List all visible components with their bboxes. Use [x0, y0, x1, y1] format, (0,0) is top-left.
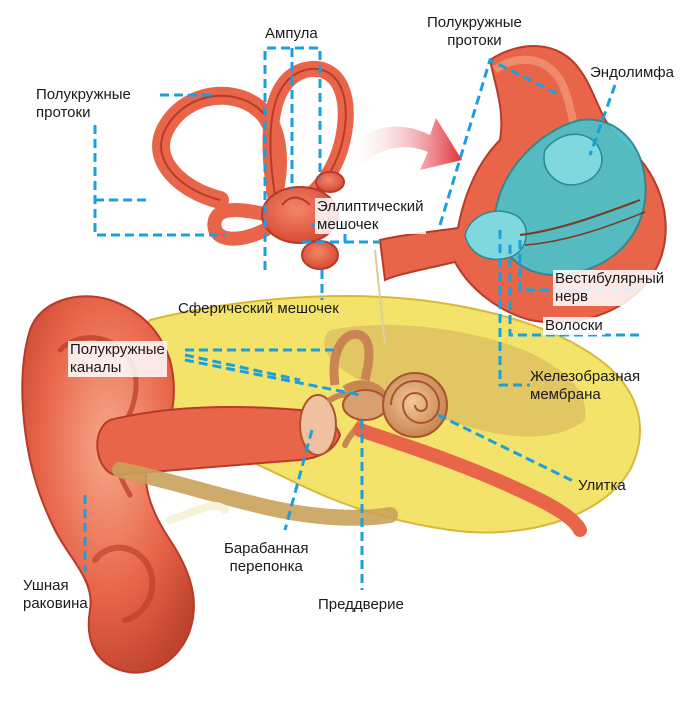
- label-ampulla: Ампула: [265, 25, 318, 42]
- label-utricle: Эллиптический мешочек: [315, 198, 426, 234]
- magnify-arrow-icon: [345, 118, 462, 170]
- label-endolymph: Эндолимфа: [590, 64, 674, 81]
- nerve-thread: [374, 249, 386, 346]
- bony-labyrinth-closeup: [152, 60, 354, 270]
- label-semicircular-canals: Полукружные каналы: [68, 341, 167, 377]
- label-vestibule: Преддверие: [318, 596, 404, 613]
- auditory-tube: [353, 423, 587, 537]
- label-vestibular-nerve: Вестибулярный нерв: [553, 270, 667, 306]
- label-cochlea: Улитка: [578, 477, 626, 494]
- label-auricle: Ушная раковина: [23, 577, 88, 612]
- label-hairs: Волоски: [543, 317, 605, 335]
- label-gelatinous-membrane: Железобразная мембрана: [530, 368, 641, 403]
- label-semicircular-ducts-right: Полукружные протоки: [427, 14, 522, 49]
- inner-ear-labyrinth: [329, 329, 390, 421]
- outer-ear-auricle: [21, 295, 195, 674]
- cochlea-spiral: [382, 372, 448, 438]
- label-saccule: Сферический мешочек: [178, 300, 339, 317]
- label-semicircular-ducts-left: Полукружные протоки: [36, 86, 131, 121]
- label-eardrum: Барабанная перепонка: [224, 540, 309, 575]
- ampulla-closeup: [378, 45, 667, 324]
